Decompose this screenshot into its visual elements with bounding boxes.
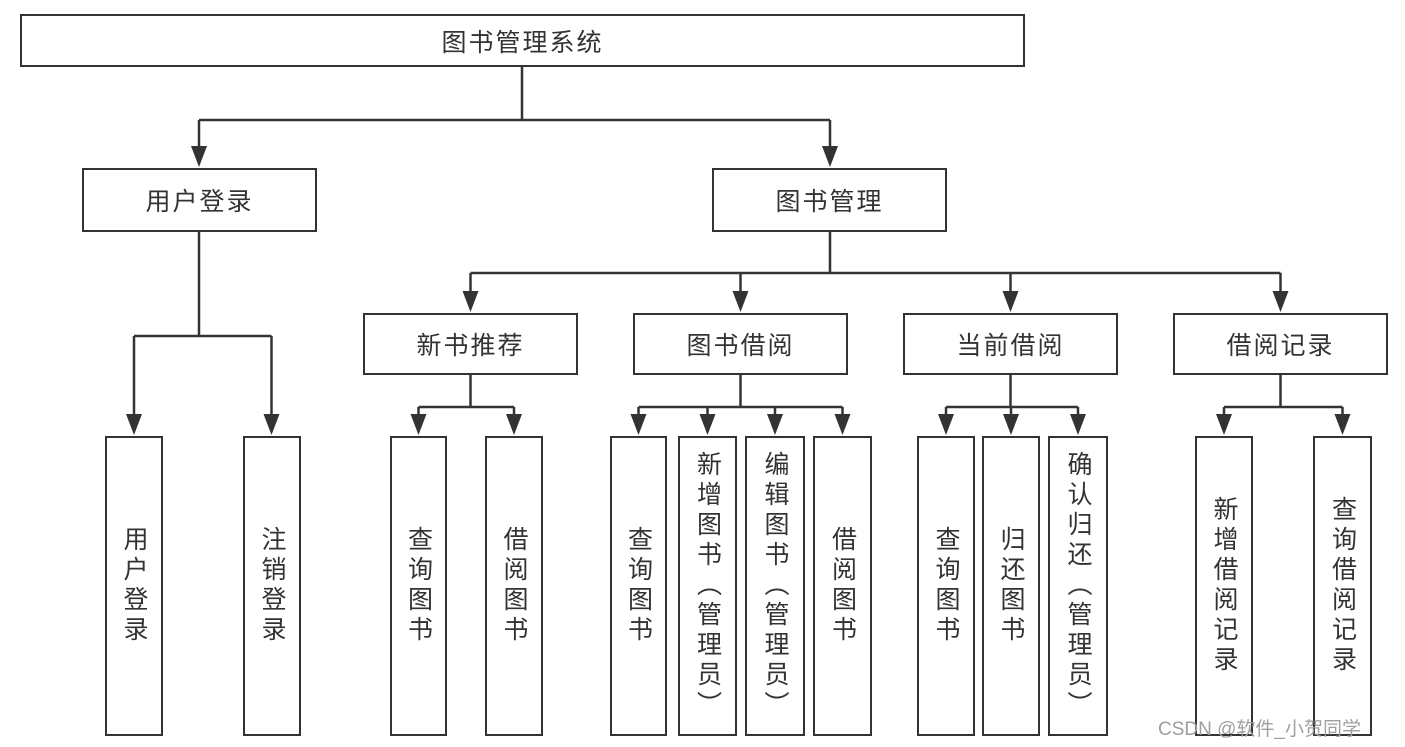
node-label: 查询图书	[624, 526, 653, 646]
arrowhead-icon	[1002, 291, 1019, 312]
node-label: 图书借阅	[686, 332, 795, 360]
arrowhead-icon	[767, 414, 783, 435]
arrowhead-icon	[1334, 414, 1351, 435]
node-current-borrowing: 当前借阅	[903, 313, 1118, 375]
leaf-logout-login: 注销登录	[243, 436, 301, 736]
node-user-login: 用户登录	[82, 168, 317, 232]
connector-current-borrow-children	[944, 375, 1080, 416]
arrowhead-icon	[1216, 414, 1232, 435]
arrowhead-icon	[506, 414, 522, 435]
arrowhead-icon	[1070, 414, 1086, 435]
node-library-system: 图书管理系统	[20, 14, 1025, 67]
leaf-confirm-return-admin: 确认归还（管理员）	[1048, 436, 1108, 736]
node-label: 查询图书	[404, 526, 433, 646]
arrowheads	[126, 146, 1351, 435]
node-label: 查询借阅记录	[1328, 496, 1357, 676]
leaf-return-books: 归还图书	[982, 436, 1040, 736]
arrowhead-icon	[822, 146, 838, 167]
leaf-add-borrow-record: 新增借阅记录	[1195, 436, 1253, 736]
node-label: 借阅记录	[1226, 332, 1335, 360]
leaf-query-books-borrowing: 查询图书	[610, 436, 667, 736]
arrowhead-icon	[1272, 291, 1289, 312]
leaf-query-borrow-record: 查询借阅记录	[1313, 436, 1372, 736]
node-new-book-recommendation: 新书推荐	[363, 313, 578, 375]
node-label: 借阅图书	[500, 526, 528, 646]
leaf-query-books-current: 查询图书	[917, 436, 975, 736]
watermark: CSDN @软件_小贺同学	[1158, 719, 1361, 740]
leaf-add-books-admin: 新增图书（管理员）	[678, 436, 737, 736]
leaf-query-books-recommend: 查询图书	[390, 436, 447, 736]
node-label: 新增图书（管理员）	[693, 451, 722, 721]
node-label: 注销登录	[258, 526, 286, 646]
node-label: 借阅图书	[828, 526, 857, 646]
node-label: 当前借阅	[956, 332, 1065, 360]
node-borrowing-records: 借阅记录	[1173, 313, 1388, 375]
node-label: 用户登录	[145, 188, 254, 216]
arrowhead-icon	[938, 414, 954, 435]
node-label: 归还图书	[997, 526, 1025, 646]
connector-book-borrow-children	[637, 375, 844, 416]
arrowhead-icon	[462, 291, 479, 312]
arrowhead-icon	[630, 414, 647, 435]
node-label: 编辑图书（管理员）	[761, 451, 789, 721]
connector-book-management-children	[469, 232, 1282, 293]
node-label: 查询图书	[932, 526, 960, 646]
connector-borrow-records-children	[1222, 375, 1344, 416]
arrowhead-icon	[410, 414, 427, 435]
arrowhead-icon	[191, 146, 207, 167]
leaf-borrow-books-recommend: 借阅图书	[485, 436, 543, 736]
leaf-user-login: 用户登录	[105, 436, 163, 736]
node-label: 图书管理	[775, 188, 884, 216]
leaf-edit-books-admin: 编辑图书（管理员）	[745, 436, 805, 736]
leaf-borrow-books-borrowing: 借阅图书	[813, 436, 872, 736]
node-label: 新书推荐	[416, 332, 525, 360]
arrowhead-icon	[732, 291, 749, 312]
node-label: 确认归还（管理员）	[1064, 451, 1092, 721]
connector-user-login-children	[132, 232, 273, 416]
arrowhead-icon	[834, 414, 851, 435]
arrowhead-icon	[699, 414, 716, 435]
arrowhead-icon	[1003, 414, 1019, 435]
node-label: 用户登录	[120, 526, 148, 646]
arrowhead-icon	[263, 414, 280, 435]
node-book-management: 图书管理	[712, 168, 947, 232]
node-label: 图书管理系统	[441, 28, 604, 57]
connector-root-to-level2	[197, 66, 832, 148]
node-book-borrowing: 图书借阅	[633, 313, 848, 375]
connector-new-book-children	[417, 375, 516, 416]
node-label: 新增借阅记录	[1210, 496, 1238, 676]
arrowhead-icon	[126, 414, 142, 435]
